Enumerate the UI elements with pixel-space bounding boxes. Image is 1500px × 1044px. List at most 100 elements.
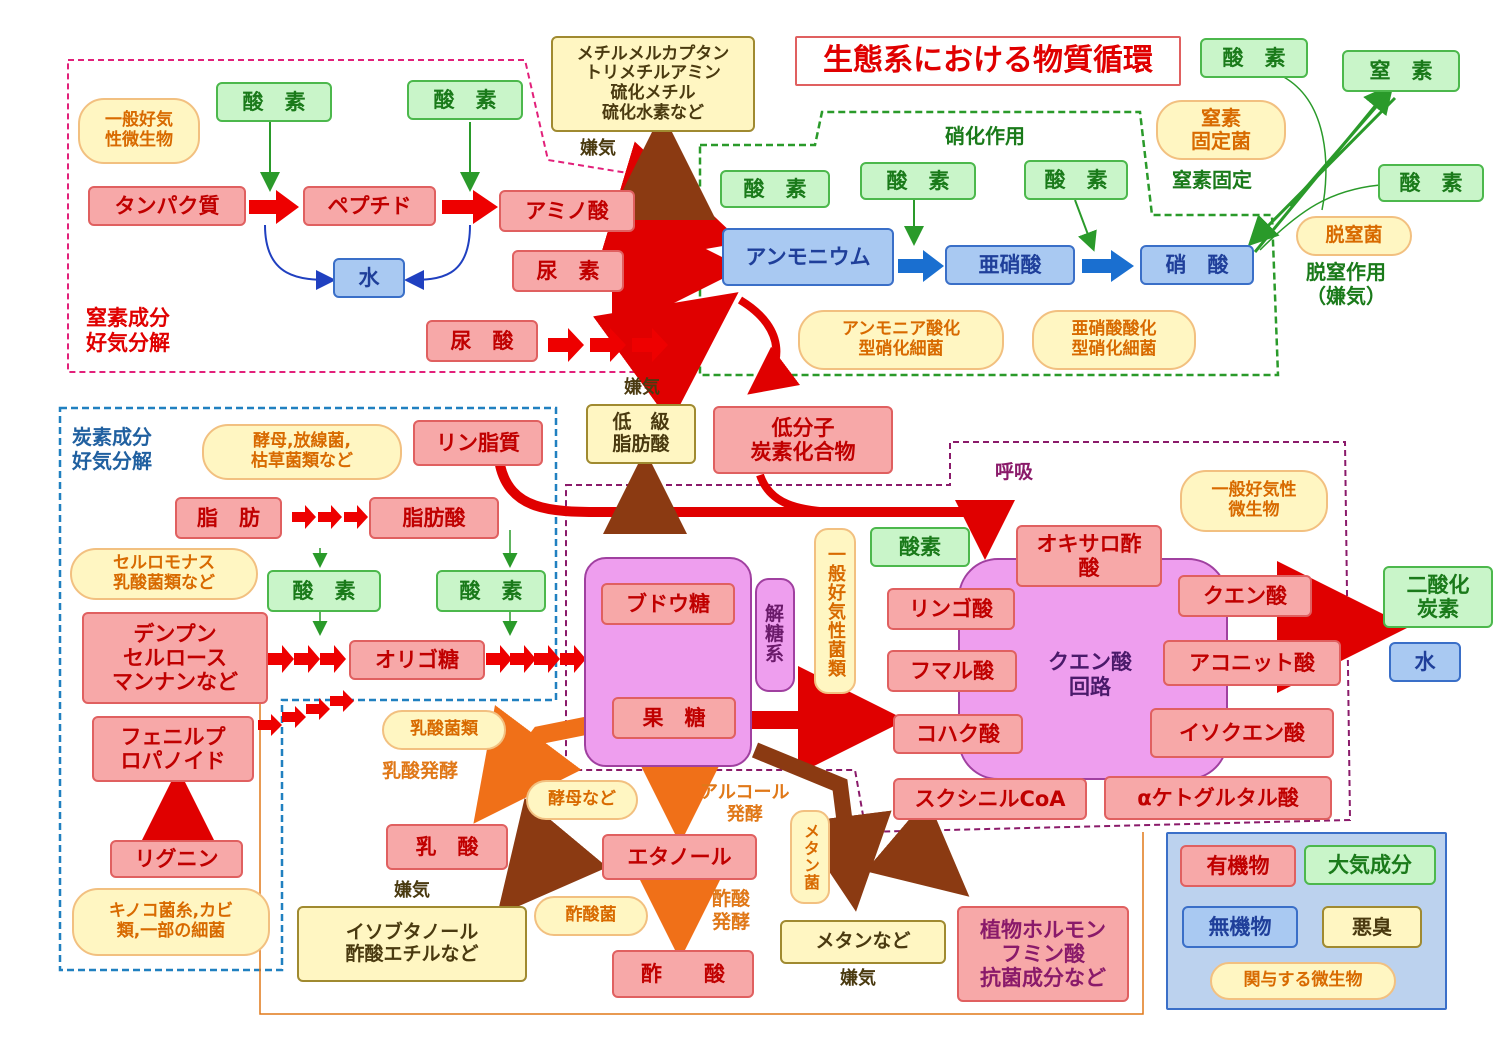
- phospholipid-box: リン脂質: [413, 420, 543, 466]
- page-title: 生態系における物質循環: [795, 36, 1181, 86]
- label-anaerobic: 嫌気: [624, 377, 660, 398]
- arrow-right-icon: [282, 706, 306, 728]
- isocitrate-box: イソクエン酸: [1150, 708, 1334, 758]
- oxygen-box: 酸素: [870, 527, 970, 567]
- arrow-right-icon: [510, 645, 536, 673]
- arrow-right-icon: [632, 328, 668, 362]
- arrow-right-icon: [258, 714, 282, 736]
- phenylpropanoid-box: フェニルプ ロパノイド: [92, 716, 254, 782]
- methane-box: メタンなど: [780, 920, 946, 964]
- arrow-right-icon: [442, 190, 498, 224]
- legend-microbe: 関与する微生物: [1210, 962, 1396, 1000]
- citrate-box: クエン酸: [1178, 575, 1312, 617]
- oxygen-box: 酸 素: [1378, 164, 1484, 202]
- arrow-right-icon: [548, 328, 584, 362]
- microbe-general-aerobic-2: 一般好気性 微生物: [1180, 470, 1328, 532]
- carbon-region-border: [58, 406, 558, 972]
- oxygen-box: 酸 素: [1200, 38, 1308, 78]
- microbe-nitrogen-fixers: 窒素 固定菌: [1156, 100, 1286, 160]
- region-label-nitrogen-fixation: 窒素固定: [1172, 168, 1252, 192]
- legend-atmospheric: 大気成分: [1304, 845, 1436, 885]
- nitrate-box: 硝 酸: [1140, 245, 1254, 285]
- arrow-right-icon: [294, 645, 320, 673]
- arrow-right-icon: [330, 690, 354, 712]
- arrow-right-icon: [1082, 250, 1134, 282]
- region-label-carbon-aerobic: 炭素成分 好気分解: [72, 425, 152, 473]
- lactic-acid-box: 乳 酸: [386, 824, 508, 870]
- aconitate-box: アコニット酸: [1163, 640, 1341, 686]
- fructose-box: 果 糖: [612, 697, 736, 739]
- microbe-methanogen: メタン菌: [790, 810, 830, 904]
- protein-box: タンパク質: [88, 186, 246, 226]
- nitrification-region-border: [698, 110, 1280, 377]
- label-anaerobic: 嫌気: [394, 880, 430, 901]
- carbon-dioxide-box: 二酸化 炭素: [1383, 566, 1493, 628]
- peptide-box: ペプチド: [303, 186, 436, 226]
- lignin-box: リグニン: [110, 840, 243, 878]
- legend-inorganic: 無機物: [1182, 906, 1298, 948]
- fatty-acid-box: 脂肪酸: [369, 497, 499, 539]
- succinyl-coa-box: スクシニルCoA: [893, 778, 1087, 820]
- respiration-region-border: [565, 441, 1352, 834]
- arrow-right-icon: [320, 645, 346, 673]
- plant-hormones-box: 植物ホルモン フミン酸 抗菌成分など: [957, 906, 1129, 1002]
- odor-compounds-box: メチルメルカプタン トリメチルアミン 硫化メチル 硫化水素など: [551, 36, 755, 132]
- oxygen-box: 酸 素: [407, 80, 523, 120]
- microbe-lactic-bacteria: 乳酸菌類: [382, 710, 506, 750]
- isobutanol-box: イソブタノール 酢酸エチルなど: [297, 906, 527, 982]
- short-fatty-acid-box: 低 級 脂肪酸: [586, 404, 696, 464]
- arrow-right-icon: [306, 698, 330, 720]
- acetic-acid-box: 酢 酸: [612, 950, 754, 998]
- microbe-general-aerobic-bacteria: 一般好気性菌類: [814, 528, 856, 694]
- region-label-respiration: 呼吸: [995, 461, 1034, 483]
- microbe-denitrifiers: 脱窒菌: [1296, 216, 1412, 256]
- arrow-right-icon: [534, 645, 560, 673]
- region-label-denitrification: 脱窒作用 （嫌気）: [1306, 260, 1386, 308]
- malate-box: リンゴ酸: [887, 588, 1015, 630]
- region-label-nitrogen-aerobic: 窒素成分 好気分解: [86, 306, 170, 356]
- region-label-nitrification: 硝化作用: [945, 124, 1025, 148]
- label-anaerobic: 嫌気: [840, 968, 876, 989]
- microbe-cellulomonas: セルロモナス 乳酸菌類など: [70, 548, 258, 600]
- label-alcohol-fermentation: アルコール 発酵: [700, 782, 790, 825]
- citric-cycle-label: クエン酸 回路: [1048, 650, 1132, 700]
- arrow-right-icon: [249, 190, 299, 224]
- amino-acid-box: アミノ酸: [499, 190, 635, 232]
- label-lactic-fermentation: 乳酸発酵: [382, 760, 459, 782]
- microbe-yeast: 酵母など: [526, 780, 638, 820]
- label-acetic-fermentation: 酢酸 発酵: [712, 888, 751, 933]
- water-box: 水: [1389, 642, 1461, 682]
- arrow-right-icon: [292, 505, 316, 529]
- fermentation-region-border: [259, 700, 1144, 1015]
- oxygen-box: 酸 素: [267, 570, 381, 612]
- arrow-right-icon: [344, 505, 368, 529]
- arrow-right-icon: [486, 645, 512, 673]
- oxygen-box: 酸 素: [860, 162, 976, 200]
- nitrogen-gas-box: 窒 素: [1342, 50, 1460, 92]
- fumarate-box: フマル酸: [887, 650, 1017, 692]
- microbe-yeast-actino: 酵母,放線菌, 枯草菌類など: [202, 424, 402, 480]
- microbe-general-aerobic: 一般好気 性微生物: [78, 98, 200, 164]
- ammonium-box: アンモニウム: [722, 228, 894, 286]
- oxygen-box: 酸 素: [720, 170, 830, 208]
- legend-organic: 有機物: [1180, 845, 1296, 887]
- oligosaccharide-box: オリゴ糖: [349, 640, 485, 680]
- oxygen-box: 酸 素: [216, 82, 332, 122]
- arrow-right-icon: [268, 645, 294, 673]
- microbe-fungi: キノコ菌糸,カビ 類,一部の細菌: [72, 888, 270, 956]
- oxaloacetate-box: オキサロ酢 酸: [1016, 525, 1162, 587]
- starch-box: デンプン セルロース マンナンなど: [82, 612, 268, 704]
- urea-box: 尿 素: [512, 250, 624, 292]
- oxygen-box: 酸 素: [436, 570, 546, 612]
- uric-acid-box: 尿 酸: [426, 320, 538, 362]
- arrow-right-icon: [560, 645, 586, 673]
- label-anaerobic: 嫌気: [580, 138, 616, 159]
- succinate-box: コハク酸: [893, 714, 1023, 754]
- glycolysis-label: 解 糖 系: [755, 578, 795, 692]
- ethanol-box: エタノール: [602, 834, 757, 880]
- water-box: 水: [333, 258, 405, 298]
- low-mw-carbon-box: 低分子 炭素化合物: [713, 406, 893, 474]
- arrow-right-icon: [590, 328, 626, 362]
